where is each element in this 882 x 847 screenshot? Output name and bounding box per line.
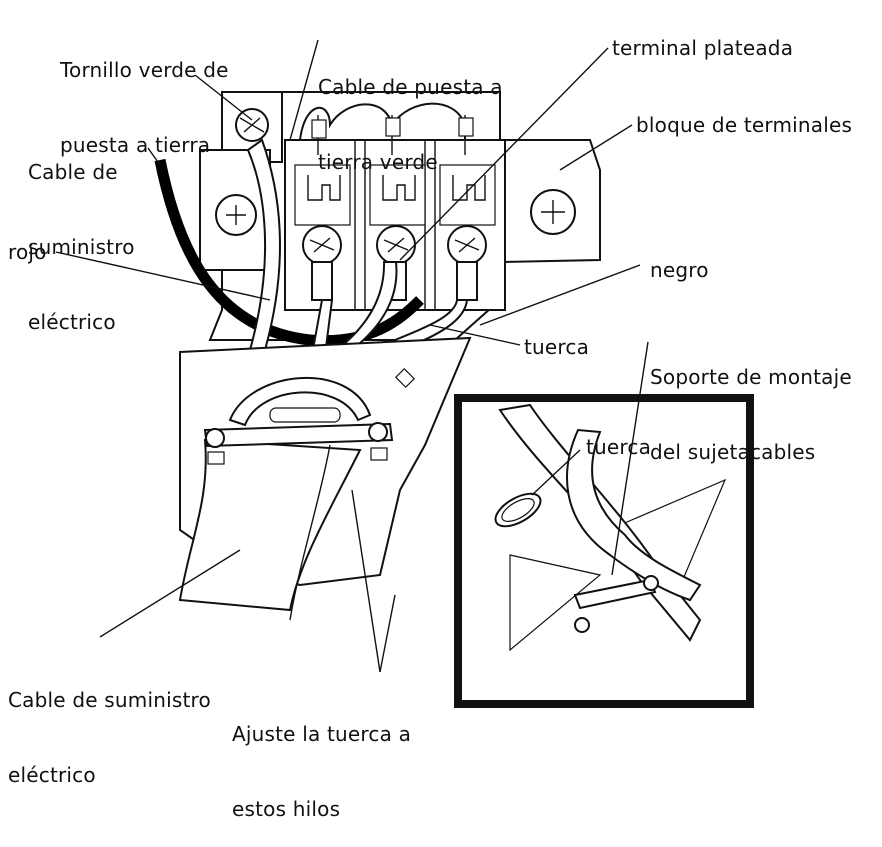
label-silver-terminal: terminal plateada bbox=[612, 36, 794, 60]
label-tighten-nut: Ajuste la tuerca a estos hilos bbox=[232, 672, 411, 847]
label-ground-wire-line1: Cable de puesta a bbox=[318, 75, 503, 99]
label-power-cable-top: Cable de suministro eléctrico bbox=[28, 110, 135, 360]
label-power-cable-top-line2: suministro bbox=[28, 235, 135, 259]
label-terminal-block: bloque de terminales bbox=[636, 113, 853, 137]
label-clamp-bracket-line1: Soporte de montaje bbox=[650, 365, 852, 389]
label-ground-screw-line2: puesta a tierra bbox=[60, 133, 211, 157]
label-clamp-bracket: Soporte de montaje del sujetacables bbox=[650, 315, 852, 490]
label-black: negro bbox=[650, 258, 709, 282]
label-red: rojo bbox=[8, 240, 47, 264]
label-power-cable-top-line3: eléctrico bbox=[28, 310, 116, 334]
label-power-cable-top-line1: Cable de bbox=[28, 160, 118, 184]
bus-straps bbox=[298, 102, 466, 141]
clamp-screw-right-icon bbox=[368, 422, 388, 442]
black-supply-wire bbox=[154, 158, 424, 347]
label-power-cable-bottom-line2: eléctrico bbox=[8, 763, 96, 787]
label-power-cable-bottom-line1: Cable de suministro bbox=[8, 688, 211, 712]
cable-clamp bbox=[228, 376, 372, 427]
leader-lines bbox=[55, 39, 649, 673]
label-ground-wire: Cable de puesta a tierra verde bbox=[318, 25, 503, 200]
wiring-diagram: Tornillo verde de puesta a tierra Cable … bbox=[8, 8, 853, 821]
supply-cable-body bbox=[178, 438, 362, 612]
label-nut-main: tuerca bbox=[524, 335, 590, 359]
clamp-screw-left-icon bbox=[205, 428, 225, 448]
diagram-drawing bbox=[55, 39, 754, 708]
label-tighten-nut-line2: estos hilos bbox=[232, 797, 341, 821]
label-ground-screw: Tornillo verde de puesta a tierra bbox=[60, 8, 229, 183]
label-nut-inset: tuerca bbox=[586, 435, 652, 459]
terminal-block-drawing bbox=[199, 91, 601, 341]
label-clamp-bracket-line2: del sujetacables bbox=[650, 440, 816, 464]
label-ground-wire-line2: tierra verde bbox=[318, 150, 438, 174]
inset-detail bbox=[454, 394, 754, 708]
strain-relief-drawing bbox=[178, 336, 472, 621]
label-ground-screw-line1: Tornillo verde de bbox=[60, 58, 229, 82]
